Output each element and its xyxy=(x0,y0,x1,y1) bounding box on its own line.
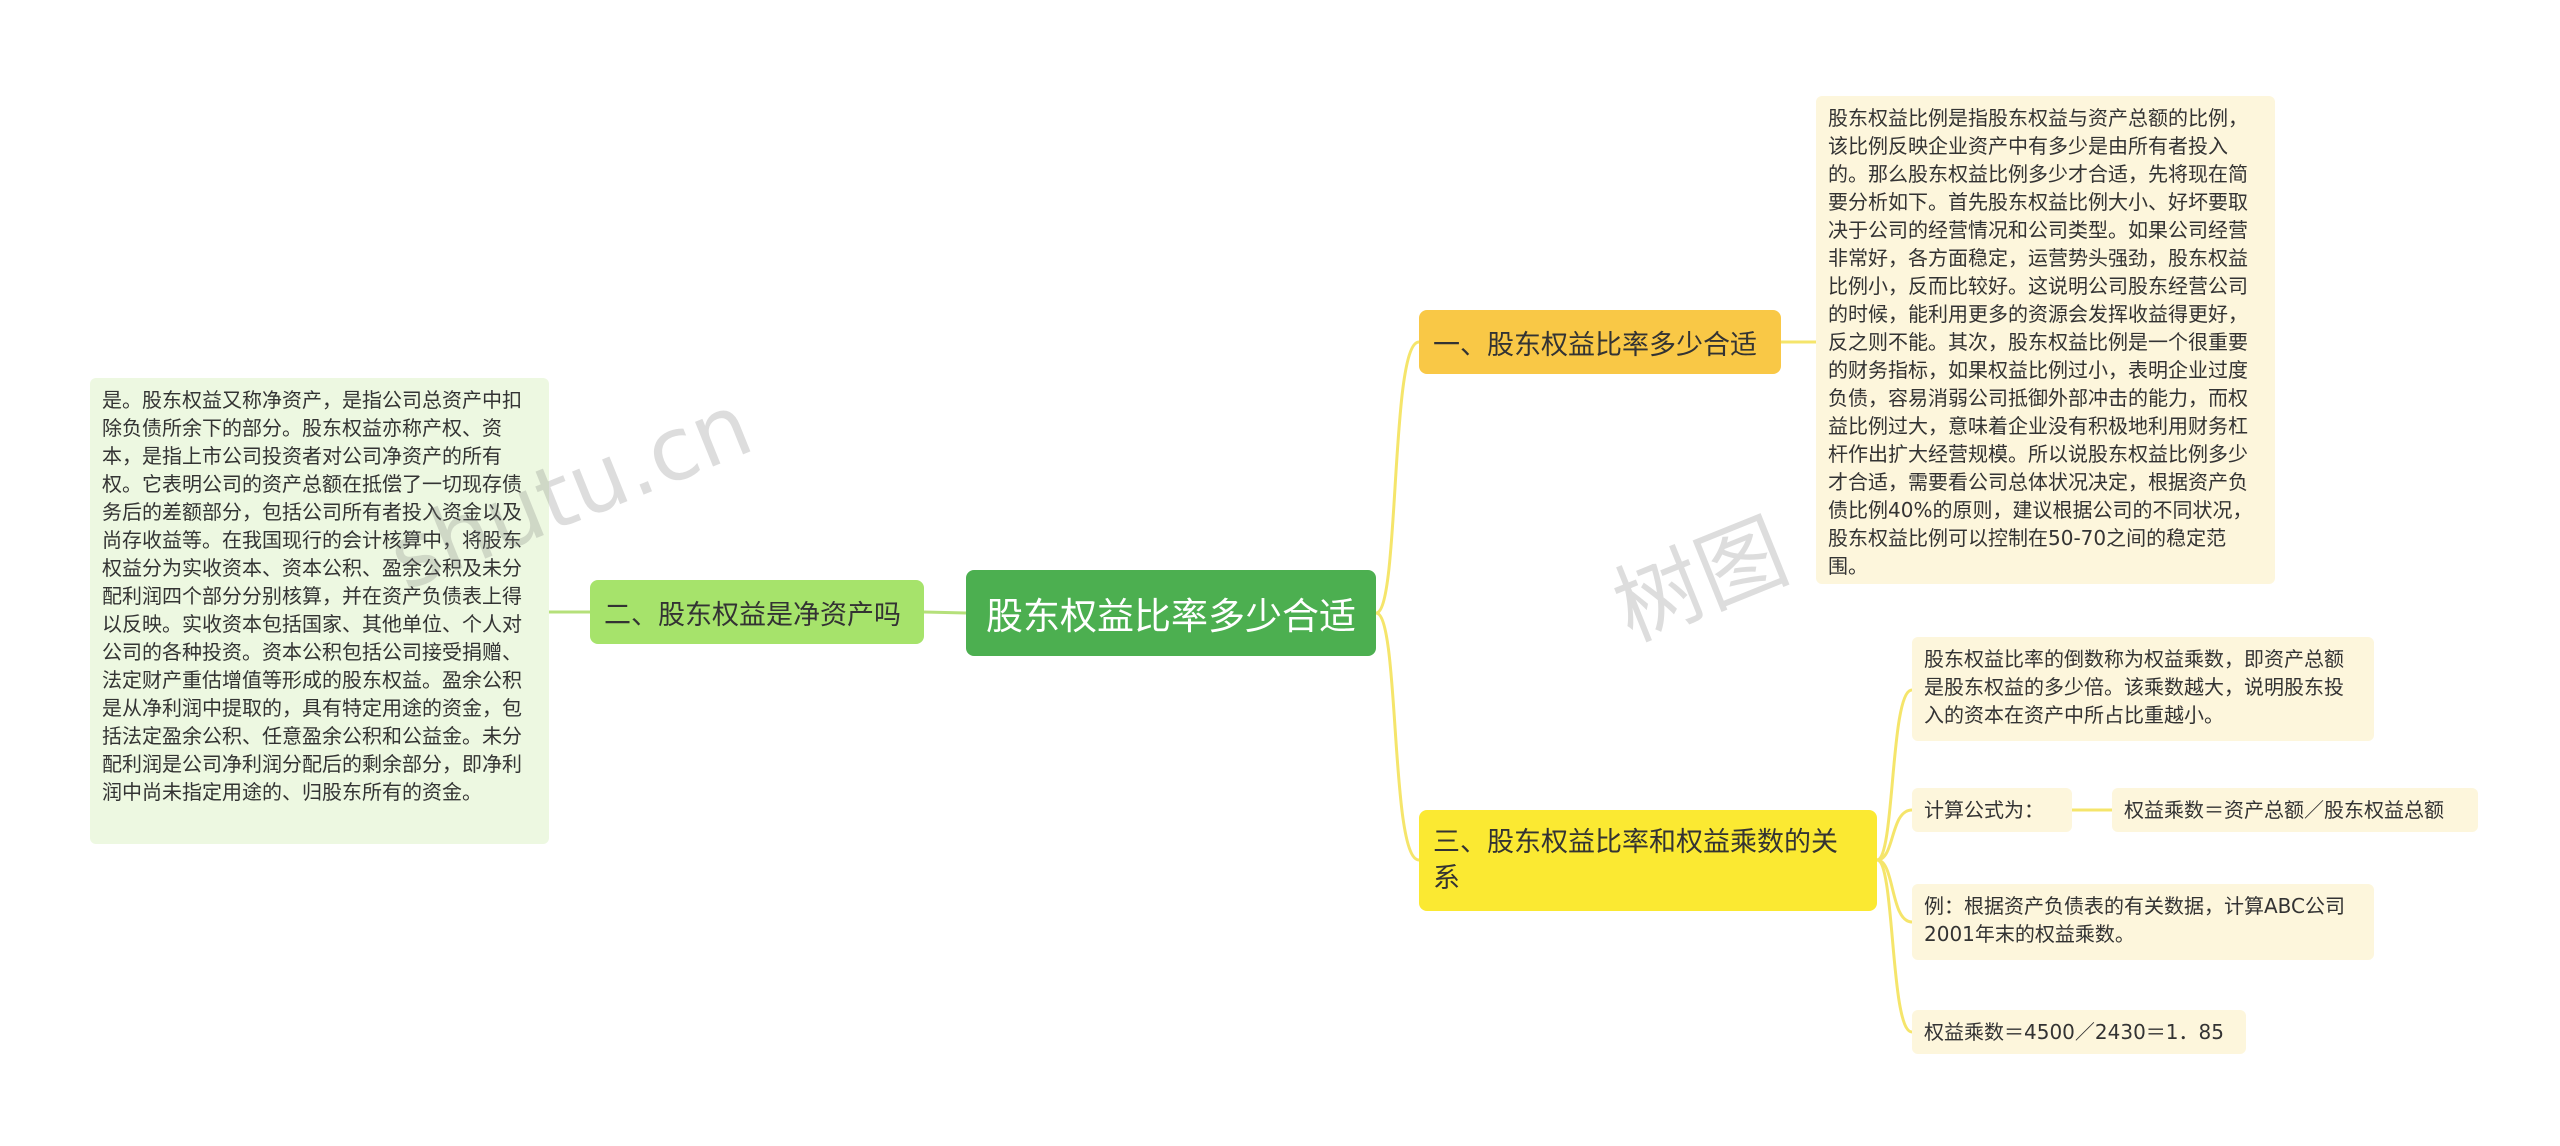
connector-b3-item4 xyxy=(1876,858,1913,1034)
connector-root-b1 xyxy=(1375,340,1420,615)
branch-topic-2[interactable]: 二、股东权益是净资产吗 xyxy=(590,580,924,644)
branch3-formula: 权益乘数＝资产总额／股东权益总额 xyxy=(2112,788,2478,832)
branch2-detail: 是。股东权益又称净资产，是指公司总资产中扣除负债所余下的部分。股东权益亦称产权、… xyxy=(90,378,549,844)
connector-root-b3 xyxy=(1375,611,1420,862)
branch3-item-definition: 股东权益比率的倒数称为权益乘数，即资产总额是股东权益的多少倍。该乘数越大，说明股… xyxy=(1912,637,2374,741)
connector-b3-item1 xyxy=(1876,688,1913,862)
connector-b3-item3 xyxy=(1876,858,1913,924)
branch-topic-3[interactable]: 三、股东权益比率和权益乘数的关系 xyxy=(1419,810,1877,911)
branch1-detail: 股东权益比例是指股东权益与资产总额的比例，该比例反映企业资产中有多少是由所有者投… xyxy=(1816,96,2275,584)
connector-b3-item2 xyxy=(1876,808,1913,862)
branch3-item-example: 例：根据资产负债表的有关数据，计算ABC公司2001年末的权益乘数。 xyxy=(1912,884,2374,960)
connector-root-b2 xyxy=(923,610,967,615)
root-topic[interactable]: 股东权益比率多少合适 xyxy=(966,570,1376,656)
branch3-item-formula-label: 计算公式为： xyxy=(1912,788,2072,832)
branch3-item-result: 权益乘数＝4500／2430＝1．85 xyxy=(1912,1010,2246,1054)
branch-topic-1[interactable]: 一、股东权益比率多少合适 xyxy=(1419,310,1781,374)
